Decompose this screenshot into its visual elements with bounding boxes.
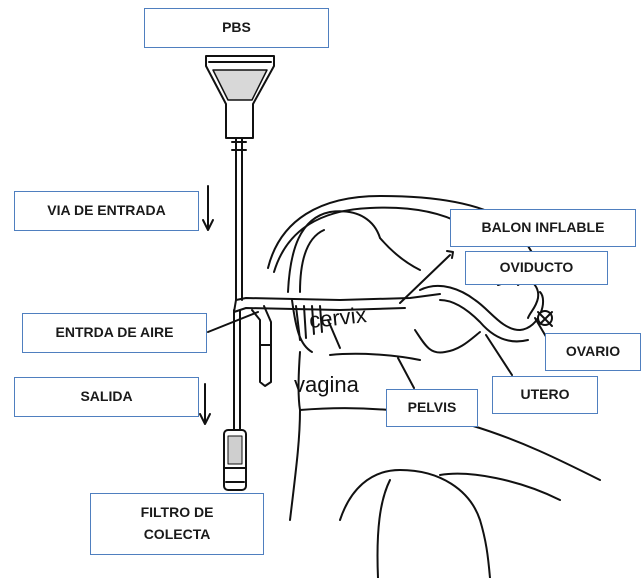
cervix-text: cervix (308, 302, 368, 333)
utero-label: UTERO (492, 376, 598, 414)
pbs-label-text: PBS (222, 17, 251, 39)
filtro-line2: COLECTA (141, 524, 214, 546)
inlet-tube (232, 138, 246, 300)
balon-inflable-label: BALON INFLABLE (450, 209, 636, 247)
ovario-text: OVARIO (566, 341, 620, 363)
collection-filter-cylinder (224, 430, 246, 490)
filtro-colecta-label: FILTRO DE COLECTA (90, 493, 264, 555)
ovario-label: OVARIO (545, 333, 641, 371)
salida-text: SALIDA (80, 386, 132, 408)
outlet-tube (234, 310, 240, 430)
entrada-aire-text: ENTRDA DE AIRE (56, 322, 174, 344)
salida-label: SALIDA (14, 377, 199, 417)
utero-text: UTERO (521, 384, 570, 406)
upper-tract (288, 211, 420, 292)
down-arrows (200, 186, 213, 424)
pelvis-label: PELVIS (386, 389, 478, 427)
pelvis-text: PELVIS (408, 397, 457, 419)
via-entrada-text: VIA DE ENTRADA (47, 200, 166, 222)
filtro-line1: FILTRO DE (141, 502, 214, 524)
vagina-text: vagina (294, 372, 360, 397)
funnel-reservoir (206, 56, 274, 138)
entrada-aire-label: ENTRDA DE AIRE (22, 313, 207, 353)
oviducto-label: OVIDUCTO (465, 251, 608, 285)
air-inlet-branch (252, 306, 271, 386)
via-entrada-label: VIA DE ENTRADA (14, 191, 199, 231)
uterus-outline (415, 286, 543, 353)
oviducto-text: OVIDUCTO (500, 257, 574, 279)
pbs-label: PBS (144, 8, 329, 48)
pelvis-bones (300, 408, 600, 578)
balon-inflable-text: BALON INFLABLE (482, 217, 605, 239)
